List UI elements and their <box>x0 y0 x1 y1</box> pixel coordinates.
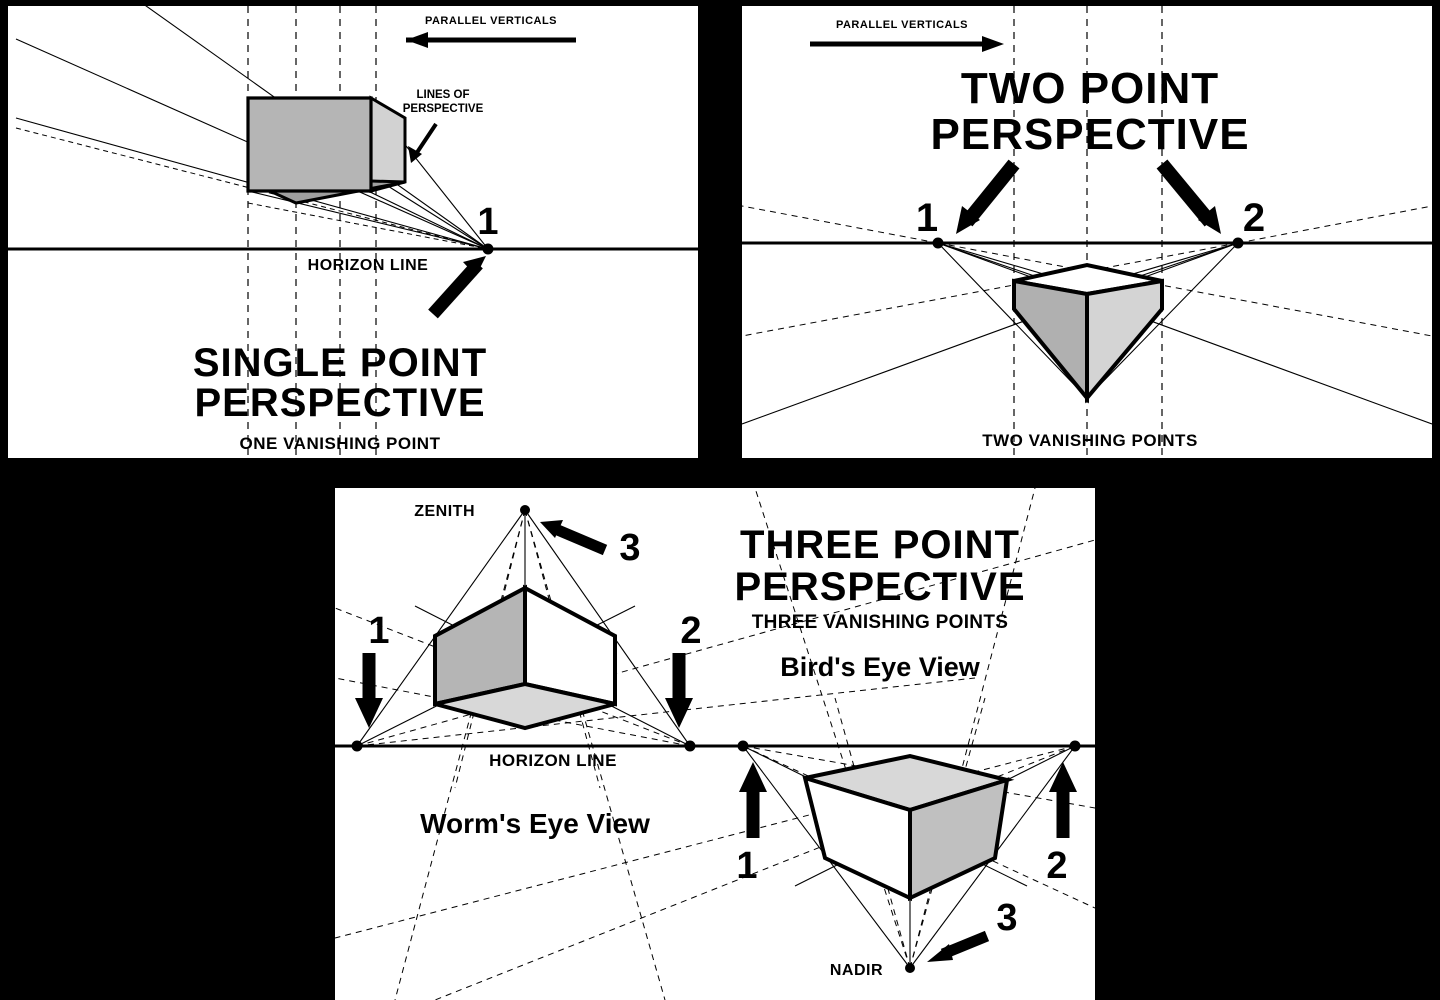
panel-subtitle: TWO VANISHING POINTS <box>982 431 1198 450</box>
birds-vanishing-point-1-pointer-arrow-icon <box>355 653 383 728</box>
worms-vanishing-point-3-label: 3 <box>996 897 1017 939</box>
two-point-diagram: PARALLEL VERTICALS TWO POINT PERSPECTIVE… <box>742 6 1432 458</box>
parallel-verticals-arrow-icon <box>406 32 576 48</box>
panel-subtitle: ONE VANISHING POINT <box>240 434 441 453</box>
vanishing-point-1-dot <box>482 243 494 255</box>
vanishing-point-pointer-arrow-icon <box>428 256 486 319</box>
parallel-verticals-arrow-icon <box>810 36 1004 52</box>
perspective-lines-vp1-dashed <box>742 205 1432 337</box>
worms-vanishing-point-1-dot <box>737 740 749 752</box>
zenith-dot <box>520 505 530 515</box>
vanishing-point-2-dot <box>1232 237 1244 249</box>
vanishing-point-2-label: 2 <box>1243 196 1265 240</box>
panel-title-line2: PERSPECTIVE <box>734 565 1025 609</box>
nadir-label: NADIR <box>830 962 883 979</box>
parallel-verticals-label: PARALLEL VERTICALS <box>836 19 968 31</box>
worms-vanishing-point-1-label: 1 <box>736 845 757 887</box>
cube-worms-eye <box>802 753 1015 902</box>
worms-vanishing-point-2-dot <box>1069 740 1081 752</box>
worms-eye-view-label: Worm's Eye View <box>420 808 650 839</box>
birds-eye-view-label: Bird's Eye View <box>780 652 981 682</box>
cube-birds-eye <box>433 584 617 731</box>
horizon-line-label: HORIZON LINE <box>308 257 429 274</box>
birds-vanishing-point-2-label: 2 <box>680 610 701 652</box>
vanishing-point-1-label: 1 <box>477 201 498 243</box>
birds-vanishing-point-3-label: 3 <box>619 527 640 569</box>
zenith-label: ZENITH <box>414 503 475 520</box>
cube-single-point <box>246 95 407 205</box>
three-point-diagram: ZENITH 3 1 2 <box>335 488 1095 1000</box>
zenith-pointer-arrow-icon <box>540 520 608 556</box>
worms-vanishing-point-1-pointer-arrow-icon <box>739 762 767 838</box>
perspective-lines-vp2-dashed <box>742 205 1432 337</box>
lines-of-perspective-label-line1: LINES OF <box>416 89 469 101</box>
perspective-lines-vp1 <box>937 242 1432 425</box>
birds-vanishing-point-2-pointer-arrow-icon <box>665 653 693 728</box>
two-point-perspective-panel: PARALLEL VERTICALS TWO POINT PERSPECTIVE… <box>742 6 1432 458</box>
panel-subtitle: THREE VANISHING POINTS <box>752 612 1008 633</box>
vanishing-point-1-label: 1 <box>916 196 938 240</box>
nadir-dot <box>905 963 915 973</box>
worms-vanishing-point-2-label: 2 <box>1046 845 1067 887</box>
perspective-lines-vp2 <box>742 242 1239 425</box>
panel-title-line2: PERSPECTIVE <box>930 110 1249 159</box>
three-point-perspective-panel: ZENITH 3 1 2 <box>335 488 1095 1000</box>
vanishing-point-1-pointer-arrow-icon <box>956 159 1020 234</box>
parallel-verticals-label: PARALLEL VERTICALS <box>425 15 557 27</box>
parallel-vertical-guides <box>247 6 377 458</box>
vanishing-point-1-dot <box>932 237 944 249</box>
panel-title-line2: PERSPECTIVE <box>194 381 485 425</box>
horizon-line-label: HORIZON LINE <box>489 751 617 770</box>
vanishing-point-2-pointer-arrow-icon <box>1156 159 1221 234</box>
cube-two-point <box>1012 262 1164 404</box>
birds-vanishing-point-1-dot <box>351 740 363 752</box>
panel-title-line1: THREE POINT <box>740 523 1020 567</box>
worms-vanishing-point-2-pointer-arrow-icon <box>1049 762 1077 838</box>
single-point-perspective-panel: PARALLEL VERTICALS LINES OF PERSPECTIVE … <box>8 6 698 458</box>
nadir-pointer-arrow-icon <box>927 930 990 962</box>
panel-title-line1: TWO POINT <box>961 64 1219 113</box>
birds-vanishing-point-1-label: 1 <box>368 610 389 652</box>
parallel-vertical-guides <box>1013 6 1163 458</box>
single-point-diagram: PARALLEL VERTICALS LINES OF PERSPECTIVE … <box>8 6 698 458</box>
birds-vanishing-point-2-dot <box>684 740 696 752</box>
panel-title-line1: SINGLE POINT <box>193 341 487 385</box>
lines-of-perspective-label-line2: PERSPECTIVE <box>403 103 484 115</box>
lines-of-perspective-arrow-icon <box>408 122 438 163</box>
